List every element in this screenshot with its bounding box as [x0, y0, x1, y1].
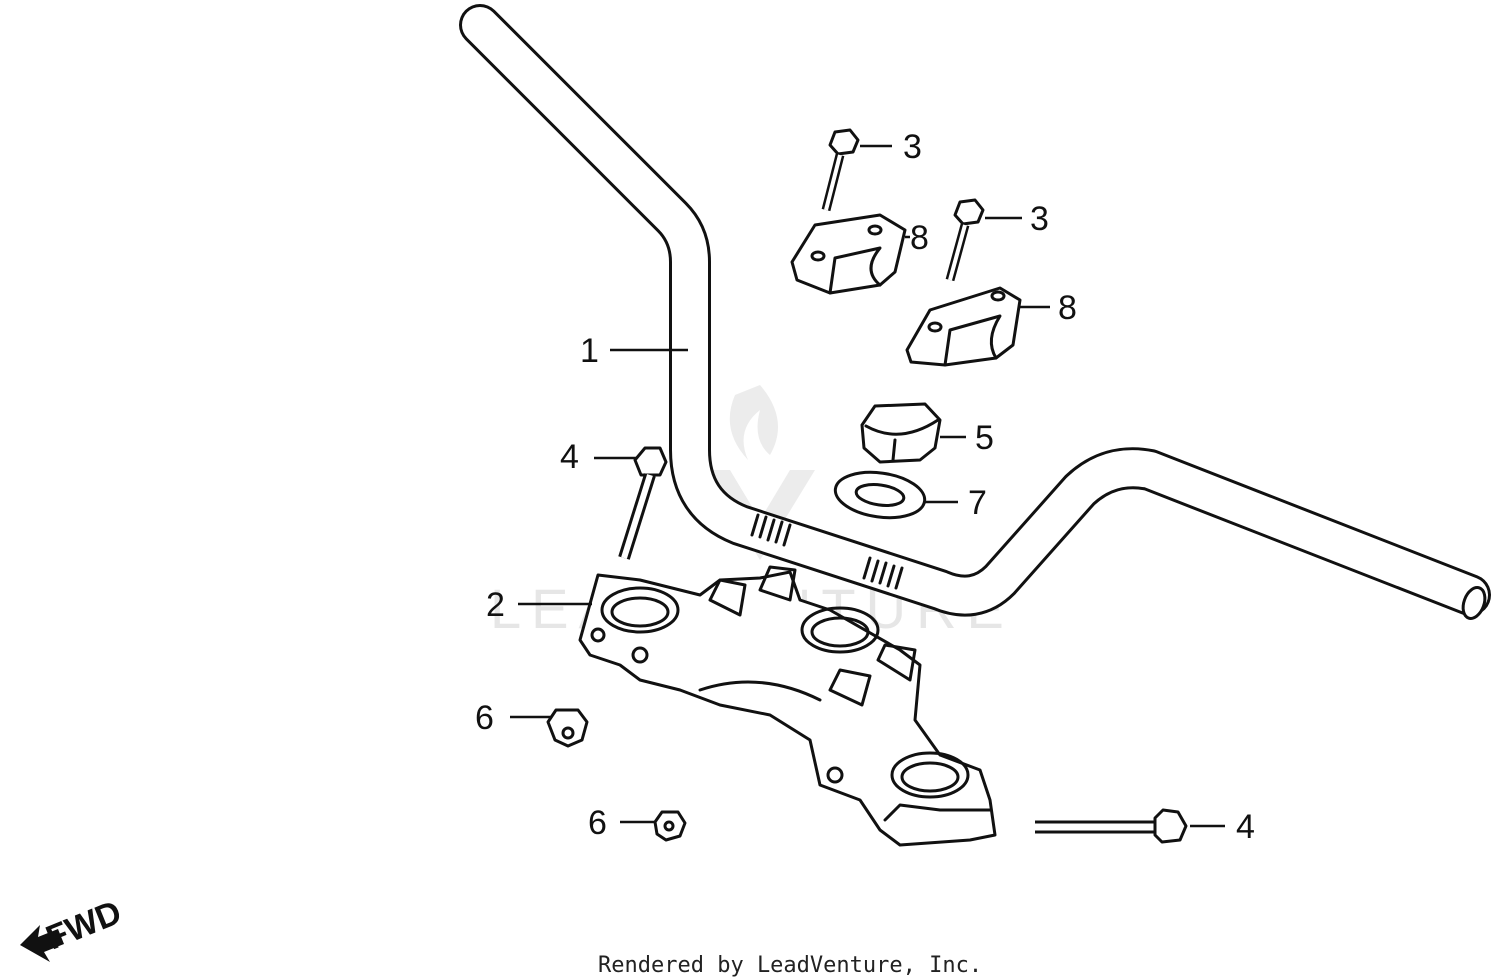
fwd-label: FWD: [41, 893, 127, 957]
forward-direction-indicator: FWD: [20, 893, 127, 962]
callout-6-upper: 6: [475, 699, 494, 737]
callout-8-lower: 8: [1058, 289, 1077, 327]
nut-6-lower: [653, 810, 687, 842]
callout-1: 1: [580, 332, 599, 370]
callout-5: 5: [975, 419, 994, 457]
callout-labels: 1 2 3 3 4 4 5 6 6 7 8 8: [475, 128, 1255, 846]
knurled-section-left: [750, 513, 792, 547]
rendered-by-credit: Rendered by LeadVenture, Inc.: [598, 953, 982, 978]
nut-6-upper: [546, 708, 589, 748]
handlebar: [459, 4, 1491, 620]
leader-lines: [510, 144, 1225, 828]
bolt-3-upper: [821, 128, 860, 212]
callout-6-lower: 6: [588, 804, 607, 842]
callout-8-upper: 8: [910, 219, 929, 257]
knurled-section-right: [862, 556, 904, 590]
washer: [833, 470, 927, 520]
callout-4-lower: 4: [1236, 808, 1255, 846]
callout-4-upper: 4: [560, 438, 579, 476]
callout-3-lower: 3: [1030, 200, 1049, 238]
callout-2: 2: [486, 586, 505, 624]
holder-clamp-lower: [905, 286, 1022, 367]
callout-7: 7: [968, 484, 987, 522]
holder-clamp-upper: [790, 213, 907, 295]
upper-holder: [578, 565, 997, 847]
long-bolt-lower: [1035, 808, 1188, 844]
arrow-icon: [20, 925, 64, 962]
bolt-3-lower: [945, 198, 985, 282]
callout-3-upper: 3: [903, 128, 922, 166]
stem-nut: [860, 402, 942, 464]
long-bolt-upper: [618, 446, 668, 560]
